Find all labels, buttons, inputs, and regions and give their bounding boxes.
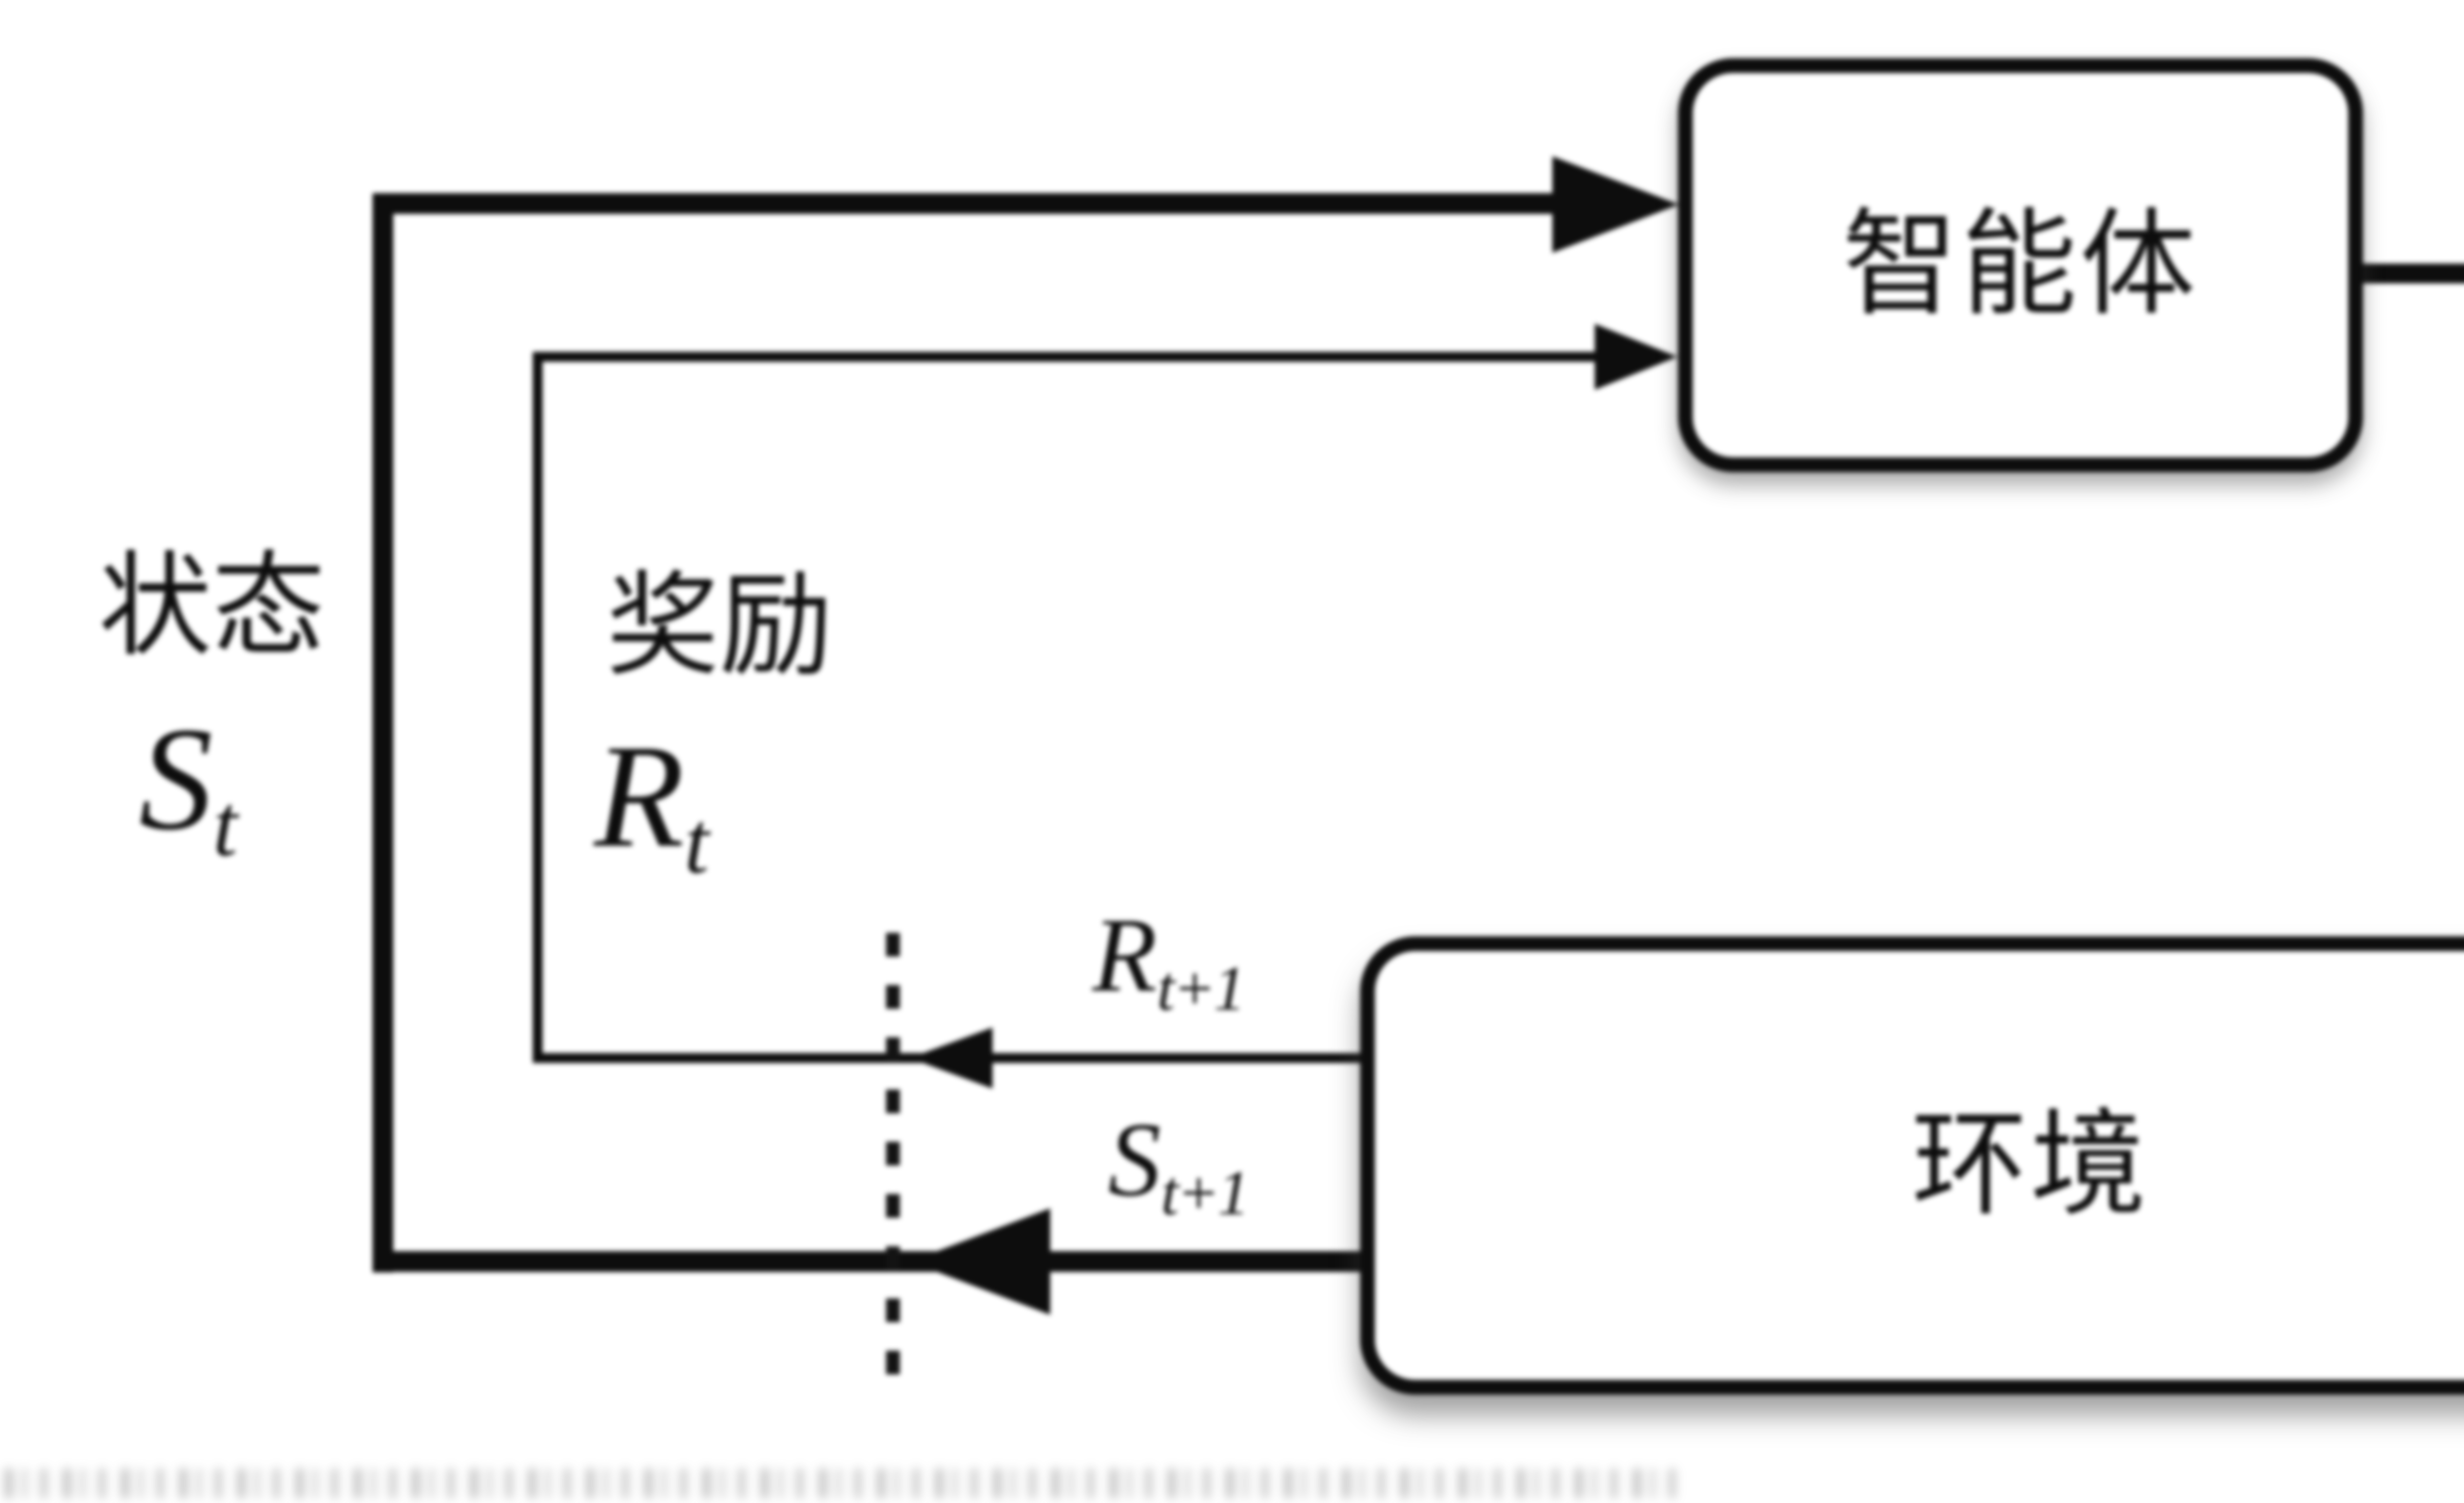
next-state-symbol: S — [1108, 1100, 1162, 1218]
reward-arrowhead-into-agent-icon — [1595, 324, 1677, 390]
next-state-subscript: t+1 — [1161, 1157, 1249, 1228]
time-boundary-dashed-line — [886, 933, 900, 1400]
state-line-top — [373, 193, 1555, 214]
environment-label: 环境 — [1912, 1101, 2149, 1230]
reward-symbol-label: Rt — [542, 722, 759, 887]
reward-word-label: 奖励 — [606, 564, 833, 689]
next-state-arrowhead-icon — [910, 1208, 1050, 1315]
state-word-label: 状态 — [98, 544, 325, 670]
next-reward-arrowhead-icon — [910, 1027, 992, 1089]
state-line-bottom — [373, 1251, 1363, 1272]
reward-line-top — [533, 352, 1596, 362]
cropped-caption-fragment — [5, 1469, 1680, 1498]
agent-box: 智能体 — [1678, 58, 2363, 472]
reward-symbol-subscript: t — [684, 793, 709, 891]
reward-symbol: R — [594, 714, 684, 878]
environment-box: 环境 — [1360, 936, 2464, 1395]
state-symbol-subscript: t — [212, 776, 238, 874]
next-reward-label: Rt+1 — [1050, 902, 1286, 1020]
next-state-label: St+1 — [1060, 1106, 1296, 1225]
next-reward-symbol: R — [1092, 896, 1157, 1014]
state-symbol-label: St — [74, 705, 301, 870]
state-arrowhead-into-agent-icon — [1552, 156, 1679, 253]
agent-label: 智能体 — [1842, 201, 2199, 329]
next-reward-subscript: t+1 — [1157, 953, 1245, 1024]
reward-line-vertical — [533, 352, 543, 1063]
state-line-vertical — [373, 193, 393, 1272]
state-symbol: S — [138, 697, 213, 860]
action-line-top — [2361, 264, 2464, 283]
